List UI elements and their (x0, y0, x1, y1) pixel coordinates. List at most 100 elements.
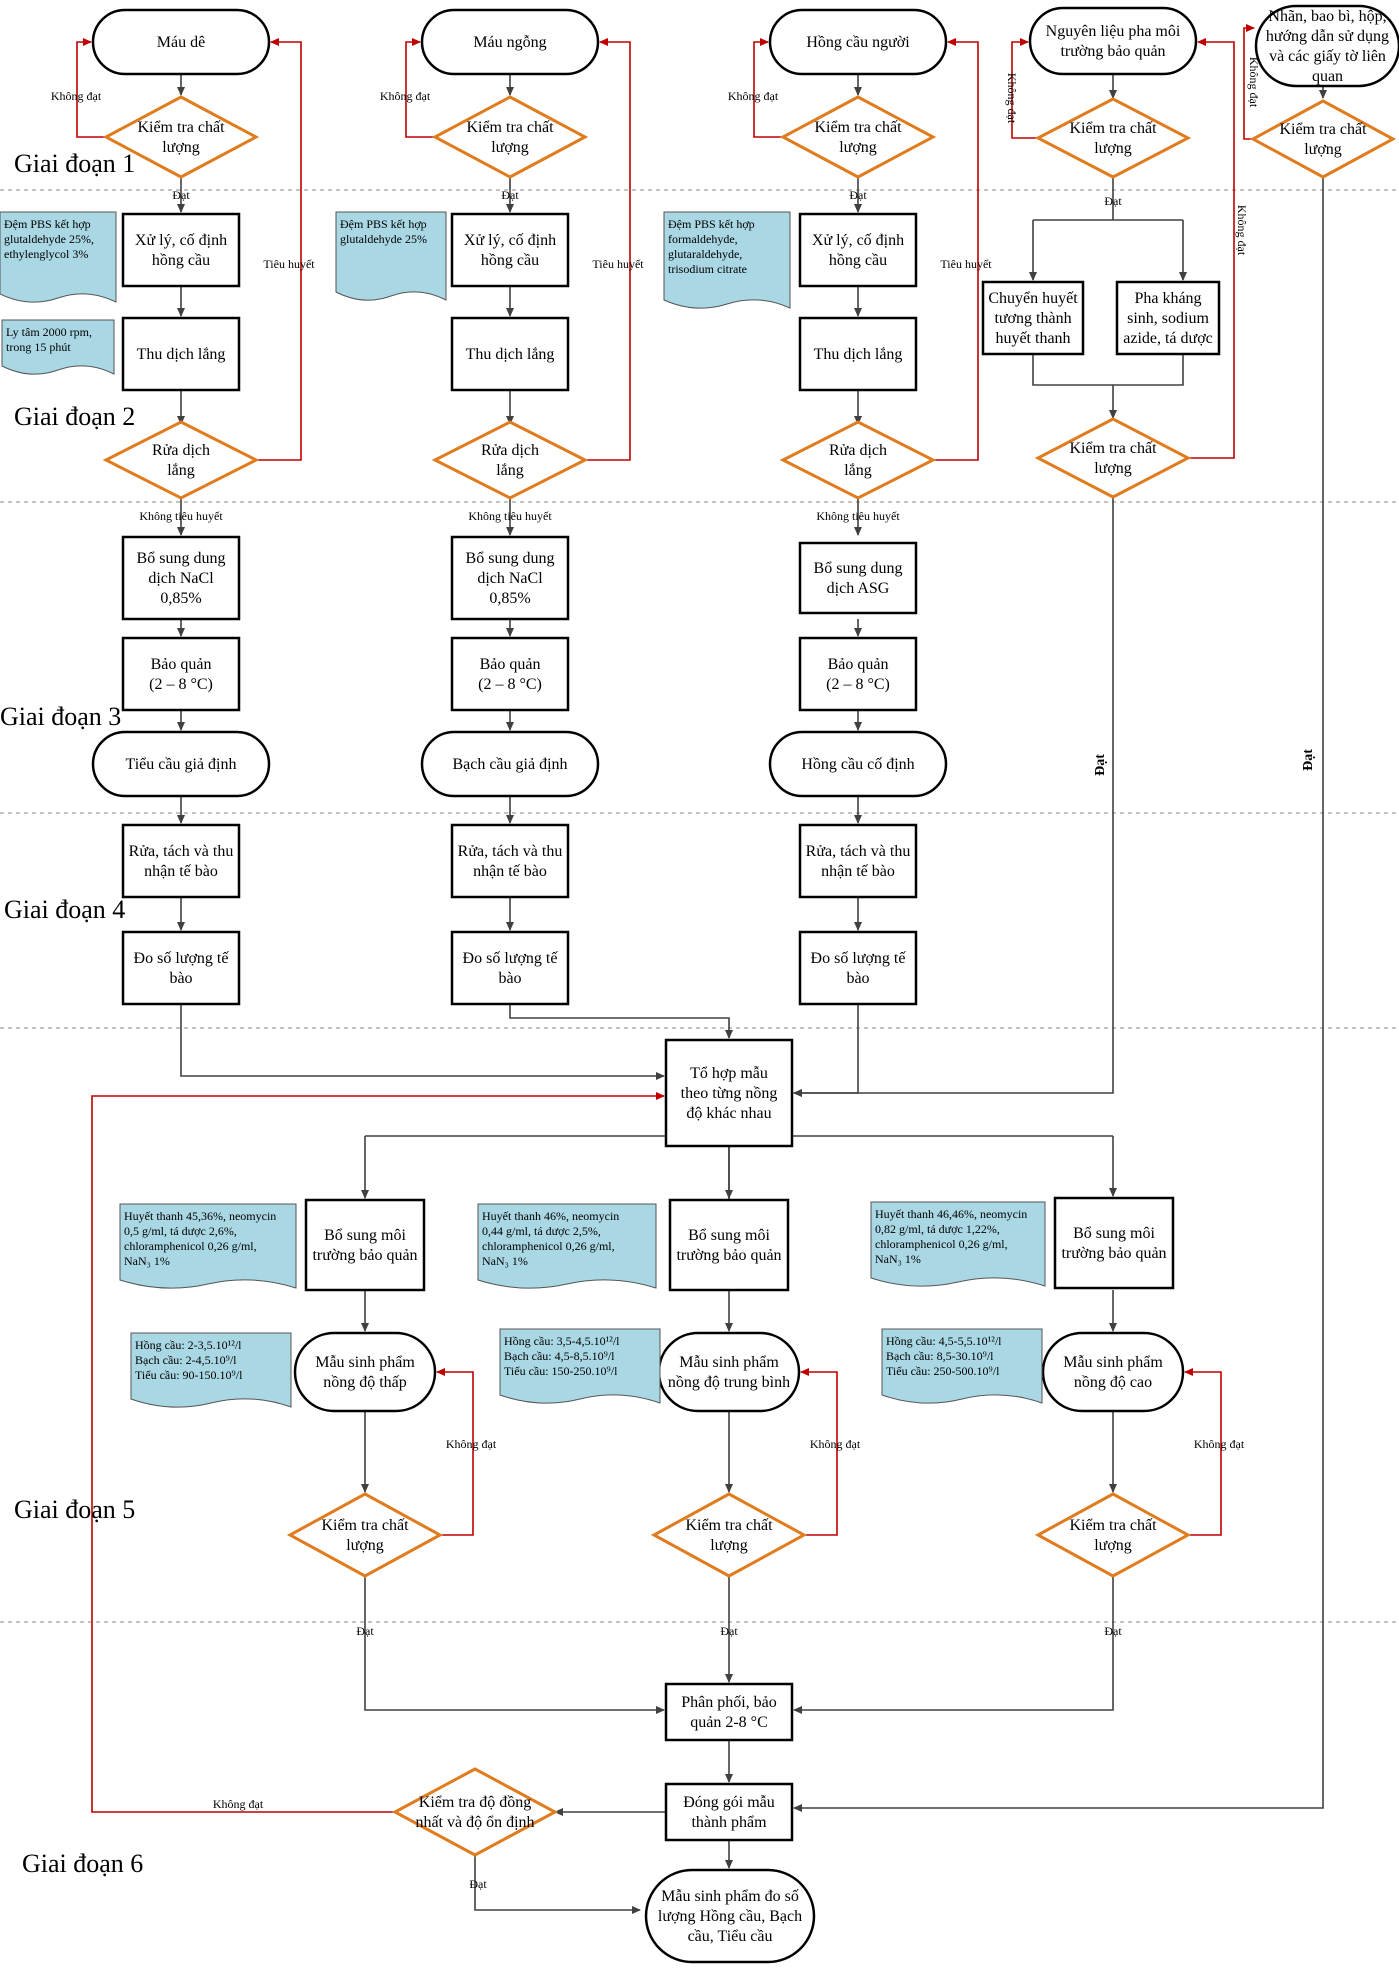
goat-rua-tach (121, 823, 241, 899)
human-xu-ly (798, 212, 918, 288)
goat-nacl (121, 535, 241, 621)
high-qc (1034, 1492, 1192, 1578)
note-pbs1 (0, 211, 117, 303)
note-c3 (881, 1328, 1043, 1404)
goat-pass-label: Đạt (172, 188, 190, 202)
low-to-dist (364, 1576, 665, 1714)
label-pass-line (793, 177, 1324, 1812)
note-pbs2 (335, 211, 447, 301)
goat-fail-label: Không đạt (51, 89, 102, 103)
medium-pass-label2: Đạt (1093, 754, 1108, 776)
antibiotic-mix (1115, 280, 1221, 356)
serum-convert (981, 280, 1085, 356)
low-fail-label: Không đạt (446, 1437, 497, 1451)
goat-start (91, 8, 271, 76)
label-fail-label: Không đạt (1247, 57, 1261, 108)
mid-sample (657, 1331, 801, 1413)
mid-pass-label: Đạt (720, 1624, 738, 1638)
human-qc (779, 95, 937, 179)
medium-fail-loop2 (1188, 38, 1235, 459)
label-pass-label: Đạt (1301, 749, 1316, 771)
goose-pass-label: Đạt (501, 188, 519, 202)
goose-fail-label: Không đạt (380, 89, 431, 103)
goose-bao-quan-label: Bảo quản(2 – 8 °C) (478, 656, 542, 693)
combine (664, 1038, 794, 1148)
goat-qc (102, 95, 260, 179)
human-rua-tach (798, 823, 918, 899)
goat-bao-quan-label: Bảo quản(2 – 8 °C) (149, 656, 213, 693)
goose-qc (431, 95, 589, 179)
human-bao-quan-label: Bảo quản(2 – 8 °C) (826, 656, 890, 693)
low-fail-loop (436, 1368, 474, 1536)
note-c1 (130, 1332, 292, 1408)
human-result-label: Hồng cầu cố định (801, 756, 914, 773)
distribute (664, 1682, 794, 1742)
goose-hemolysis-loop (585, 38, 631, 461)
note-ht2 (477, 1203, 657, 1289)
human-to-combine (793, 1004, 859, 1097)
medium-pass-line (793, 497, 1114, 1097)
high-to-dist (793, 1576, 1114, 1714)
goat-thu-dich (121, 316, 241, 392)
human-hemolysis-loop (933, 38, 979, 461)
label-qc (1249, 99, 1397, 179)
packaging (664, 1782, 794, 1842)
note-ly-tam (1, 319, 115, 375)
human-bao-quan (798, 636, 918, 712)
human-start (768, 8, 948, 76)
stage-label: Giai đoạn 1 (14, 149, 135, 178)
stage-label: Giai đoạn 2 (14, 402, 135, 431)
label-start (1254, 4, 1399, 88)
goat-thu-dich-label: Thu dịch lắng (137, 346, 226, 363)
goat-do-so (121, 930, 241, 1006)
medium-join (1032, 354, 1184, 386)
connectors-layer (0, 24, 1399, 1914)
goat-hemolysis-label: Tiêu huyết (263, 257, 315, 271)
final-fail-label: Không đạt (213, 1797, 264, 1811)
low-add-medium (304, 1198, 426, 1292)
goat-fail-loop (76, 38, 106, 138)
human-thu-dich-label: Thu dịch lắng (814, 346, 903, 363)
goat-start-label: Máu dê (157, 34, 205, 51)
goat-result-label: Tiểu cầu giả định (126, 756, 237, 773)
goose-thu-dich-label: Thu dịch lắng (466, 346, 555, 363)
goat-xu-ly (121, 212, 241, 288)
low-pass-label: Đạt (356, 1624, 374, 1638)
mid-qc (650, 1492, 808, 1578)
human-thu-dich (798, 316, 918, 392)
goose-rua-tach (450, 823, 570, 899)
goat-bao-quan (121, 636, 241, 712)
goose-xu-ly (450, 212, 570, 288)
high-fail-loop (1184, 1368, 1222, 1536)
note-ht3 (870, 1201, 1046, 1287)
medium-fail-loop (1011, 38, 1038, 139)
